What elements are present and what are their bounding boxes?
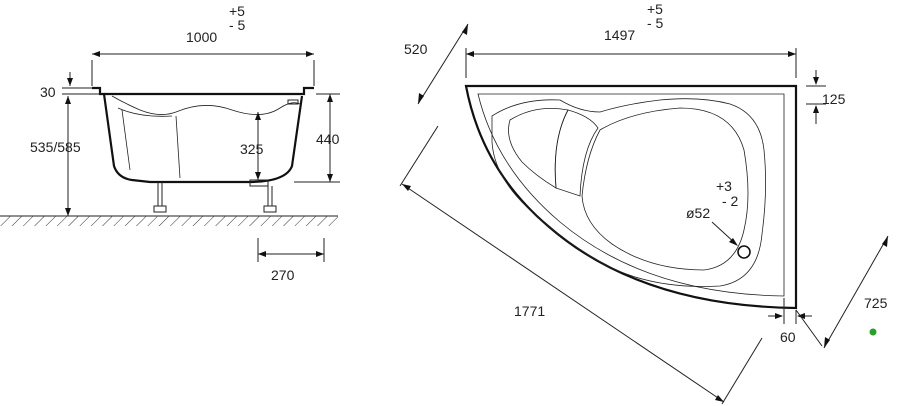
drain-tol-minus: - 2 [722, 193, 739, 209]
tub-body [102, 93, 304, 184]
top-width-tol-plus: +5 [647, 1, 663, 17]
top-basin-contour [491, 98, 766, 287]
side-length-tol-minus: - 5 [229, 17, 246, 33]
side-rim-label: 30 [40, 84, 56, 100]
side-height-total-label: 535/585 [30, 139, 81, 155]
floor-hatch [0, 216, 338, 226]
top-headrest-left [508, 107, 569, 189]
side-length-label: 1000 [186, 29, 217, 45]
drain-detail [249, 179, 269, 187]
drain-diameter-label: ø52 [686, 205, 710, 221]
leg-right [263, 186, 277, 213]
top-width-label: 1497 [604, 27, 635, 43]
top-diagonal-label: 1771 [514, 303, 545, 319]
side-leg-offset-label: 270 [271, 267, 295, 283]
top-shell-outline [464, 84, 798, 310]
tub-inner-divider [175, 115, 181, 179]
side-view: 1000 +5 - 5 30 535/585 325 440 270 [0, 3, 340, 283]
top-view: 1497 +5 - 5 520 125 +3 - 2 ø52 1771 [399, 1, 889, 405]
top-angled-right-label: 725 [864, 295, 888, 311]
drain-tol-plus: +3 [716, 178, 732, 194]
top-rim-right-label: 125 [822, 91, 846, 107]
green-marker-icon [869, 328, 877, 336]
top-angled-left-label: 520 [404, 41, 428, 57]
tub-inner-wave [111, 95, 301, 115]
drain-hole [737, 245, 751, 259]
top-width-tol-minus: - 5 [647, 15, 664, 31]
leg-left [153, 182, 167, 213]
top-shell-inner-rim [477, 93, 785, 297]
tub-inner-wave-2 [117, 107, 173, 117]
top-headrest-right [554, 109, 599, 197]
top-bottom-rim-label: 60 [780, 329, 796, 345]
side-inner-depth-label: 325 [240, 141, 264, 157]
side-length-tol-plus: +5 [229, 3, 245, 19]
top-basin-floor [581, 107, 749, 271]
overflow-mark [287, 99, 299, 105]
side-tub-height-label: 440 [316, 131, 340, 147]
tub-inner-wall [121, 109, 131, 171]
tub-rim [92, 86, 314, 96]
